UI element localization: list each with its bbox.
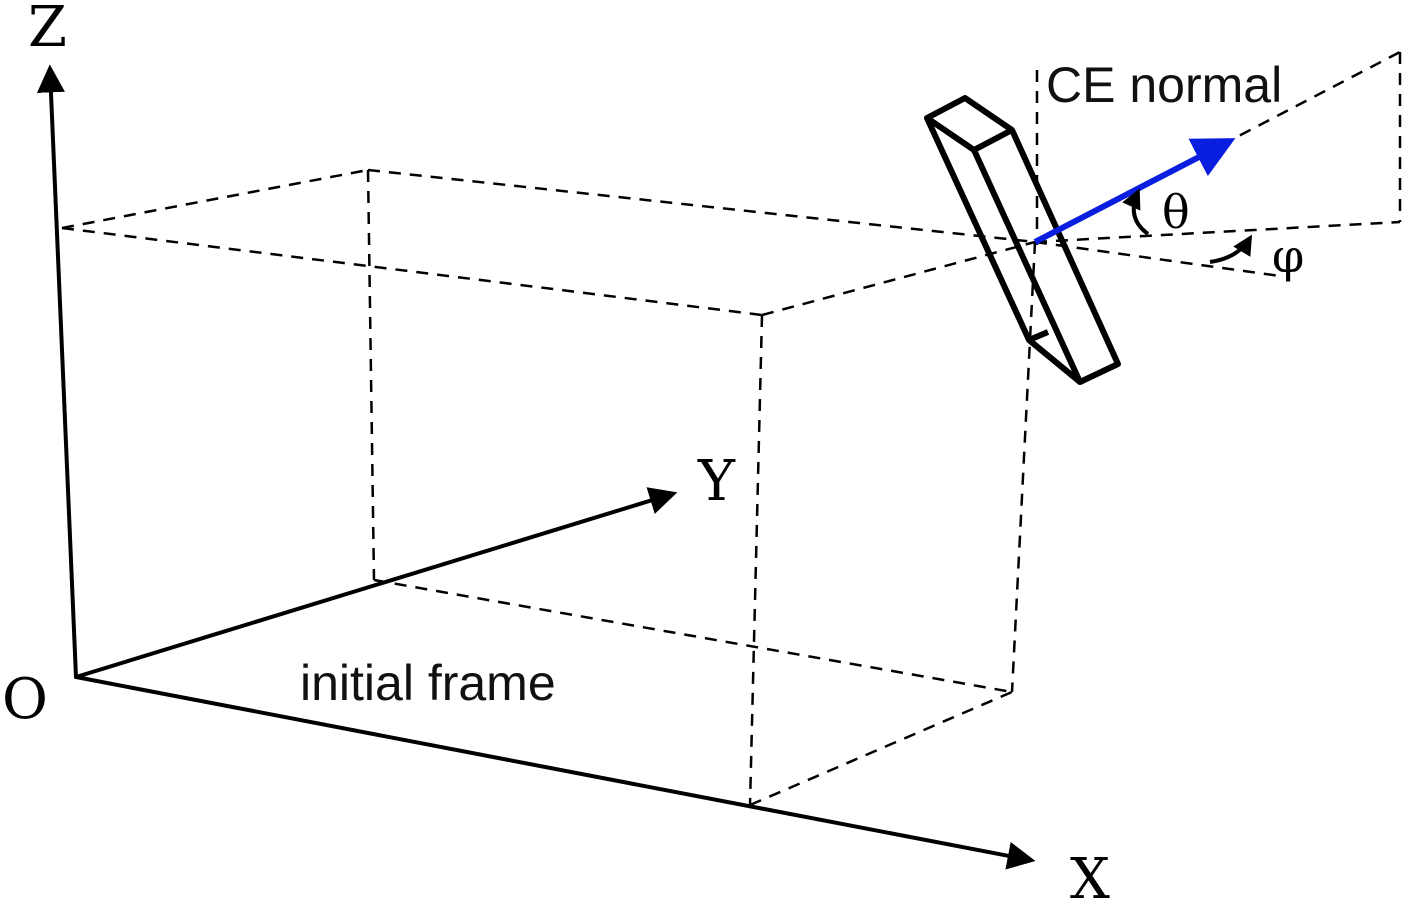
- ce-normal-label: CE normal: [1046, 57, 1282, 113]
- ce-normal-vector: [1033, 138, 1236, 245]
- z-axis: [36, 64, 78, 679]
- crystal-element: [924, 95, 1121, 385]
- x-axis-label: X: [1070, 847, 1110, 901]
- y-axis: [74, 487, 678, 679]
- phi-label: φ: [1272, 229, 1304, 283]
- frame-box-dashed-lines: [61, 70, 1039, 807]
- z-axis-label: Z: [28, 0, 67, 60]
- theta-arc: [1122, 188, 1150, 236]
- x-axis: [74, 675, 1036, 870]
- y-axis-label: Y: [697, 449, 736, 514]
- theta-label: θ: [1162, 185, 1190, 239]
- axes: [36, 64, 1036, 870]
- initial-frame-label: initial frame: [300, 655, 556, 711]
- origin-label: O: [2, 667, 48, 732]
- phi-arc: [1209, 234, 1253, 264]
